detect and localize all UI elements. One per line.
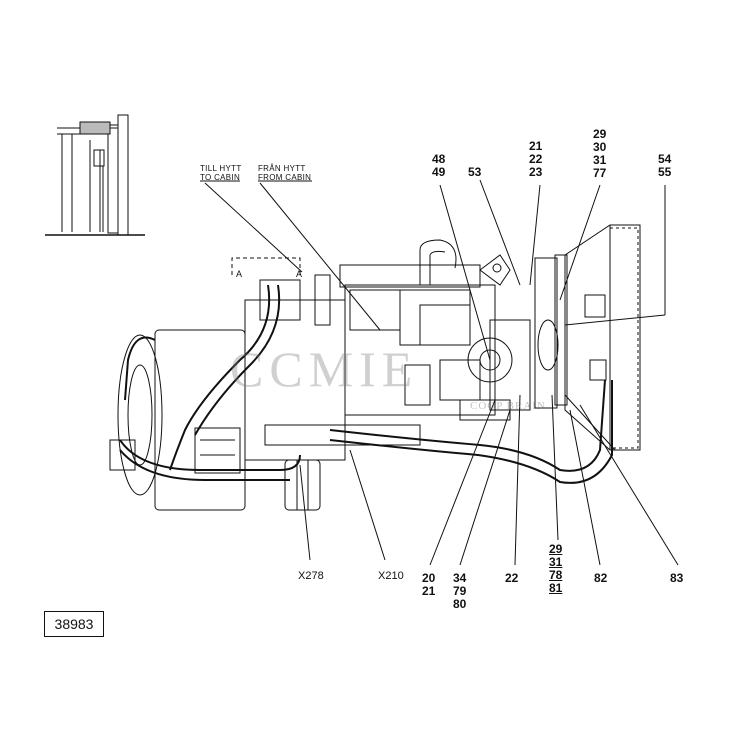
callout-x210: X210 bbox=[378, 570, 404, 582]
inset-detail bbox=[45, 114, 145, 236]
from-cabin-label-en: FROM CABIN bbox=[258, 173, 312, 182]
callout-20-21: 20 21 bbox=[422, 571, 436, 598]
section-mark-a-left: A bbox=[236, 269, 243, 279]
callout-x278: X278 bbox=[298, 570, 324, 582]
figure-id-box: 38983 bbox=[44, 611, 104, 637]
watermark-subtext: COOP BRAIN bbox=[470, 400, 546, 412]
callout-48-49: 48 49 bbox=[432, 152, 446, 179]
watermark-logo: CCMIE bbox=[230, 341, 419, 397]
section-mark-a-right: A bbox=[296, 269, 303, 279]
callout-53: 53 bbox=[468, 165, 482, 179]
callout-22: 22 bbox=[505, 571, 519, 585]
from-cabin-label-sv: FRÅN HYTT bbox=[258, 164, 306, 173]
callout-29-31-78-81: 29 31 78 81 bbox=[549, 542, 563, 595]
callout-34-79-80: 34 79 80 bbox=[453, 571, 467, 611]
callout-29-30-31-77: 29 30 31 77 bbox=[593, 127, 607, 180]
to-cabin-label-en: TO CABIN bbox=[200, 173, 241, 182]
callout-83: 83 bbox=[670, 571, 684, 585]
callout-82: 82 bbox=[594, 571, 608, 585]
callout-54-55: 54 55 bbox=[658, 152, 672, 179]
to-cabin-label-sv: TILL HYTT bbox=[200, 164, 242, 173]
callout-21-22-23: 21 22 23 bbox=[529, 139, 543, 179]
